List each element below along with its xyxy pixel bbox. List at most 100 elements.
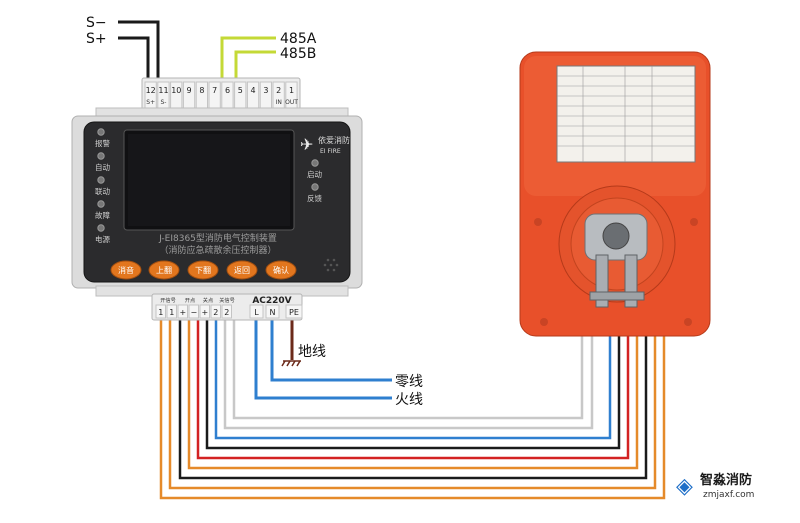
bottom-terminal	[199, 304, 210, 319]
bottom-terminal-number: +	[179, 308, 186, 317]
bottom-terminal	[210, 304, 221, 319]
brand-logo-icon: ✈	[300, 135, 313, 154]
top-terminal-number: 6	[225, 86, 230, 95]
indicator-label: 反馈	[307, 193, 322, 203]
ac-voltage-label: AC220V	[252, 296, 291, 306]
panel-button-2[interactable]	[187, 260, 219, 280]
bottom-terminal	[177, 304, 188, 319]
top-terminal-number: 9	[187, 86, 192, 95]
top-terminal-number: 5	[238, 86, 243, 95]
label-ground: 地线	[298, 344, 326, 360]
ac-terminal	[265, 304, 280, 319]
top-terminal-number: 10	[171, 86, 181, 95]
label-live: 火线	[395, 392, 423, 408]
bottom-group-label: 关点	[203, 296, 213, 304]
wire-orange-3	[187, 318, 639, 470]
ground-symbol	[281, 360, 301, 367]
indicator-led	[97, 128, 105, 136]
bottom-terminal-groups: 开信号 开点 关点关信号	[160, 296, 235, 304]
bottom-terminal-number: 1	[169, 308, 174, 317]
top-terminal-sublabel: S+	[146, 99, 155, 106]
panel-button-label: 返回	[234, 266, 250, 275]
ac-terminal	[285, 304, 303, 319]
watermark-logo-icon: ◈	[676, 474, 693, 499]
actuator	[519, 51, 711, 337]
wire-red	[196, 318, 630, 460]
brand-name-en: EI FIRE	[320, 148, 341, 155]
wire-s-minus	[118, 20, 160, 90]
bottom-terminal	[188, 304, 199, 319]
top-terminal-number: 4	[251, 86, 256, 95]
indicator-led	[311, 159, 319, 167]
bottom-terminal	[221, 304, 232, 319]
ac-terminal-label: L	[254, 308, 259, 317]
wire-gray-1	[223, 318, 594, 430]
label-485b: 485B	[280, 46, 316, 62]
bottom-terminal-number: 1	[158, 308, 163, 317]
wire-black-2	[205, 318, 621, 450]
watermark-url: zmjaxf.com	[703, 490, 754, 500]
top-terminal-number: 2	[276, 86, 281, 95]
indicator-led	[311, 183, 319, 191]
indicator-label: 故障	[95, 210, 110, 220]
wire-gray-2	[232, 318, 584, 420]
indicator-label: 报警	[95, 138, 110, 148]
top-terminal-number: 1	[289, 86, 294, 95]
bottom-terminal	[155, 304, 166, 319]
indicator-label: 电源	[95, 234, 110, 244]
label-neutral: 零线	[395, 374, 423, 390]
panel-button-label: 上翻	[156, 266, 172, 275]
wire-live	[254, 318, 392, 400]
bottom-terminal-number: −	[190, 308, 197, 317]
nameplate-lines	[557, 66, 695, 162]
bottom-group-label: 开点	[185, 297, 195, 304]
top-terminal-number: 8	[199, 86, 204, 95]
ac-terminal-label: N	[270, 308, 276, 317]
bottom-terminal	[166, 304, 177, 319]
watermark: ◈ 智淼消防 zmjaxf.com	[676, 472, 754, 500]
label-s-minus: S−	[86, 15, 107, 31]
speaker-grille	[323, 258, 339, 272]
bottom-terminal-number: 2	[224, 308, 229, 317]
panel-button-label: 消音	[118, 265, 134, 275]
top-terminal-number: 12	[146, 86, 156, 95]
top-terminal-number: 11	[158, 86, 168, 95]
ac-terminal-label: PE	[289, 308, 299, 317]
bottom-terminal-number: 2	[213, 308, 218, 317]
label-s-plus: S+	[86, 31, 107, 47]
indicator-label: 联动	[95, 186, 110, 196]
indicator-label: 启动	[307, 169, 322, 179]
panel-button-4[interactable]	[265, 260, 297, 280]
top-terminal-number: 3	[263, 86, 268, 95]
panel-button-label: 下翻	[195, 266, 211, 275]
ac-terminal	[249, 304, 264, 319]
wire-orange-2	[168, 318, 657, 490]
wire-485a	[220, 36, 276, 92]
indicator-label: 自动	[95, 162, 110, 172]
wire-black-1	[178, 318, 648, 480]
brand-name: 依爱消防	[318, 135, 350, 145]
label-485a: 485A	[280, 31, 317, 47]
wire-s-plus	[118, 36, 150, 90]
indicator-led	[97, 200, 105, 208]
bottom-group-label: 开信号	[160, 296, 176, 304]
panel-button-label: 确认	[273, 265, 289, 275]
top-terminal-sublabel: IN	[276, 99, 282, 106]
panel-button-3[interactable]	[226, 260, 258, 280]
wire-neutral	[270, 318, 392, 382]
top-terminal-sublabel: OUT	[285, 99, 298, 106]
controller-buttons: 消音 上翻 下翻 返回 确认	[110, 260, 297, 280]
bottom-group-label: 关信号	[219, 296, 235, 304]
indicator-led	[97, 176, 105, 184]
wire-blue	[214, 318, 612, 440]
bottom-terminal-number: +	[201, 308, 208, 317]
wire-orange-outer	[159, 318, 666, 500]
model-line-1: J-EI8365型消防电气控制装置	[158, 232, 277, 244]
panel-button-0[interactable]	[110, 260, 142, 280]
panel-button-1[interactable]	[148, 260, 180, 280]
